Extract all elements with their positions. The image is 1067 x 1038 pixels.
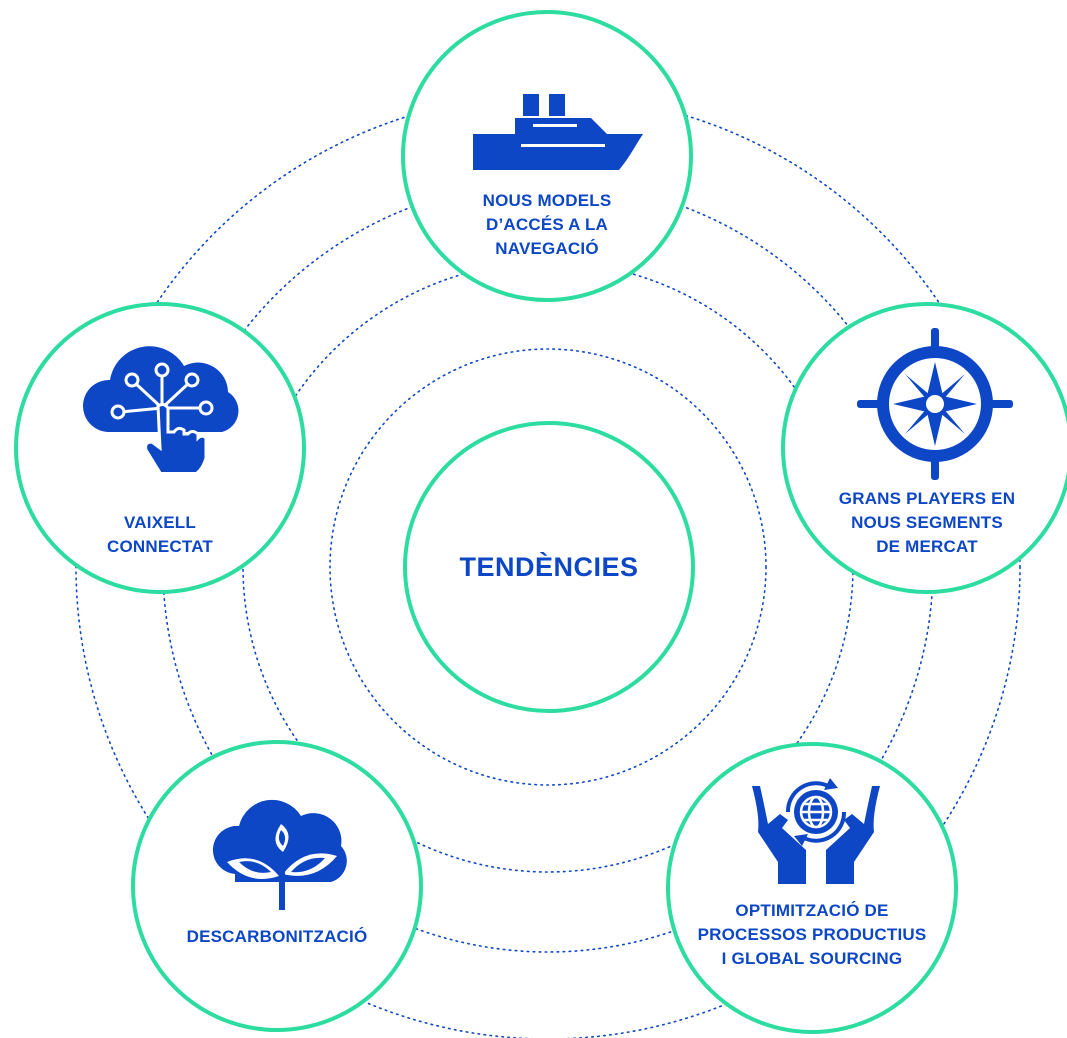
node-processes-line-1: OPTIMITZACIÓ DE — [735, 901, 889, 920]
node-navigation: NOUS MODELS D’ACCÉS A LA NAVEGACIÓ — [401, 10, 693, 302]
node-players: GRANS PLAYERS EN NOUS SEGMENTS DE MERCAT — [781, 302, 1067, 594]
cruise-ship-icon — [463, 74, 643, 184]
node-connected-line-2: CONNECTAT — [107, 537, 213, 556]
node-players-line-1: GRANS PLAYERS EN — [838, 489, 1016, 508]
hands-globe-icon — [746, 776, 886, 886]
center-node: TENDÈNCIES — [403, 421, 695, 713]
node-players-line-2: NOUS SEGMENTS — [851, 513, 1003, 532]
node-connected-line-1: VAIXELL — [124, 513, 196, 532]
dotted-ring-inner — [329, 348, 767, 786]
node-decarbonization-line-1: DESCARBONITZACIÓ — [186, 927, 368, 946]
cloud-network-touch-icon — [78, 346, 250, 472]
cloud-sprout-icon — [207, 794, 357, 910]
node-processes: OPTIMITZACIÓ DE PROCESSOS PRODUCTIUS I G… — [666, 742, 958, 1034]
node-players-line-3: DE MERCAT — [876, 537, 978, 556]
node-navigation-line-2: D’ACCÉS A LA — [485, 215, 609, 234]
center-label: TENDÈNCIES — [459, 552, 639, 582]
node-processes-line-2: PROCESSOS PRODUCTIUS — [697, 925, 927, 944]
node-processes-line-3: I GLOBAL SOURCING — [721, 949, 903, 968]
node-navigation-line-1: NOUS MODELS — [482, 191, 612, 210]
node-connected: VAIXELL CONNECTAT — [14, 302, 306, 594]
node-decarbonization: DESCARBONITZACIÓ — [131, 740, 423, 1032]
node-navigation-line-3: NAVEGACIÓ — [495, 239, 599, 258]
ship-wheel-compass-icon — [857, 324, 1013, 484]
